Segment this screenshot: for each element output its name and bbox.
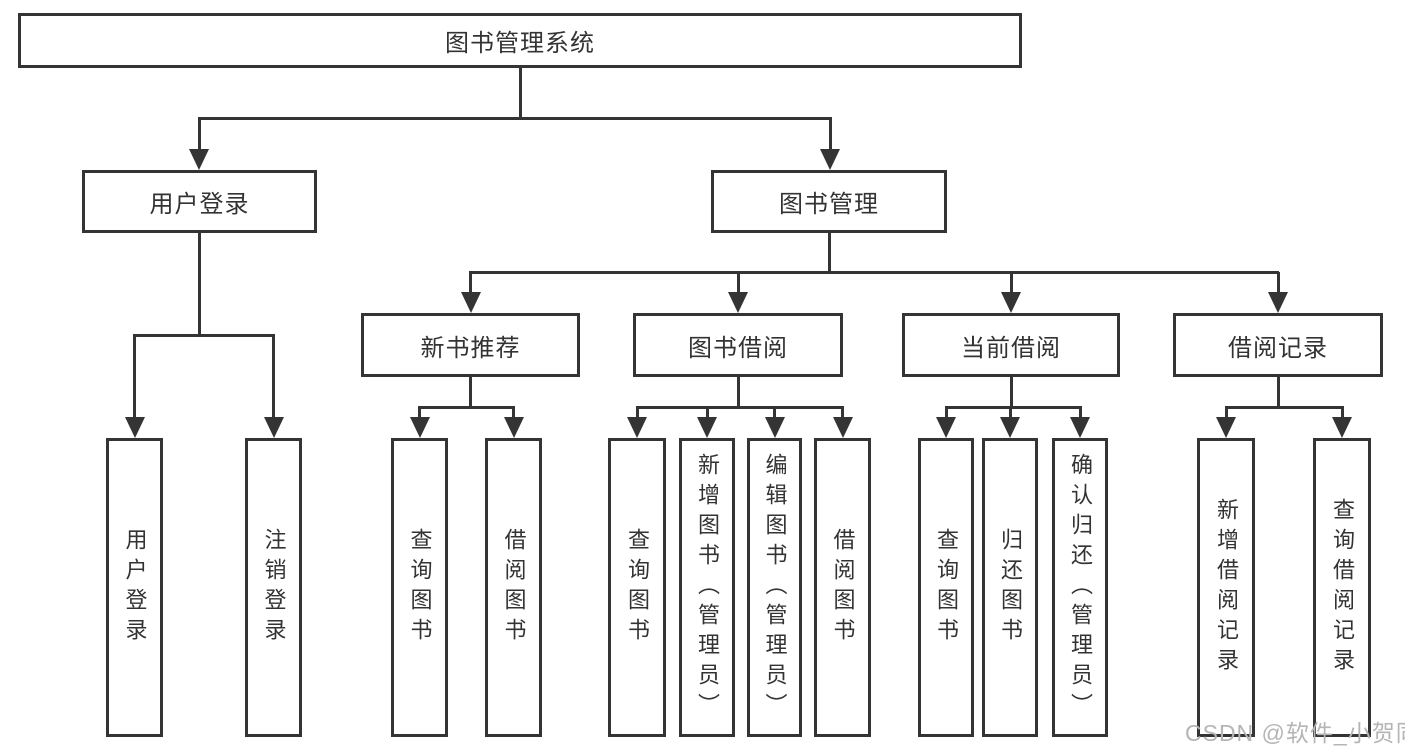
connector-bb-bar (635, 405, 844, 409)
node-label: 借阅记录 (1228, 334, 1328, 362)
node-label: 新增图书（管理员） (695, 452, 720, 723)
connector-level3-bar (469, 270, 1279, 274)
connector-book-mgmt-stem (827, 233, 831, 274)
arrow-down-icon (460, 272, 481, 313)
node-new-book-recommend: 新书推荐 (361, 313, 580, 377)
node-label: 查询借阅记录 (1330, 497, 1355, 678)
arrow-down-icon (409, 407, 430, 438)
arrow-down-icon (1000, 407, 1020, 438)
arrow-down-icon (728, 272, 748, 313)
arrow-down-icon (1332, 407, 1352, 438)
node-label: 归还图书 (998, 527, 1023, 648)
leaf-nb-query-books: 查询图书 (391, 438, 448, 737)
node-label: 查询图书 (407, 527, 433, 648)
leaf-nb-borrow-books: 借阅图书 (485, 438, 542, 737)
node-label: 确认归还（管理员） (1068, 452, 1093, 723)
leaf-bb-borrow-books: 借阅图书 (814, 438, 871, 737)
leaf-user-login: 用户登录 (106, 438, 163, 737)
arrow-down-icon (124, 335, 145, 438)
node-label: 图书管理系统 (445, 30, 595, 57)
leaf-bb-add-books-admin: 新增图书（管理员） (679, 438, 735, 737)
leaf-cb-confirm-return-admin: 确认归还（管理员） (1052, 438, 1108, 737)
node-book-management: 图书管理 (711, 170, 947, 233)
connector-root-stem (518, 68, 522, 118)
node-label: 用户登录 (149, 191, 250, 218)
leaf-logout: 注销登录 (245, 438, 302, 737)
arrow-down-icon (832, 407, 853, 438)
arrow-down-icon (936, 407, 956, 438)
connector-br-bar (1224, 405, 1344, 409)
node-label: 查询图书 (934, 527, 959, 648)
arrow-down-icon (263, 335, 284, 438)
connector-cb-stem (1009, 377, 1013, 408)
leaf-br-add-record: 新增借阅记录 (1197, 438, 1255, 737)
node-current-borrow: 当前借阅 (902, 313, 1120, 377)
connector-bb-stem (736, 377, 740, 408)
leaf-br-query-record: 查询借阅记录 (1313, 438, 1371, 737)
node-label: 查询图书 (625, 527, 650, 648)
node-label: 当前借阅 (961, 334, 1061, 362)
leaf-bb-query-books: 查询图书 (608, 438, 666, 737)
connector-nb-stem (469, 377, 472, 408)
node-label: 借阅图书 (830, 527, 856, 648)
connector-level1-bar (197, 116, 832, 120)
arrow-down-icon (189, 118, 209, 170)
connector-user-login-bar (133, 333, 275, 337)
node-label: 编辑图书（管理员） (762, 452, 788, 723)
connector-cb-bar (944, 405, 1082, 409)
arrow-down-icon (1216, 407, 1236, 438)
arrow-down-icon (627, 407, 647, 438)
leaf-cb-return-books: 归还图书 (982, 438, 1038, 737)
node-label: 图书管理 (779, 191, 879, 218)
connector-user-login-stem (197, 233, 201, 337)
node-root: 图书管理系统 (18, 13, 1022, 68)
node-borrow-records: 借阅记录 (1173, 313, 1383, 377)
arrow-down-icon (1070, 407, 1090, 438)
node-book-borrow: 图书借阅 (633, 313, 843, 377)
arrow-down-icon (503, 407, 524, 438)
node-user-login: 用户登录 (82, 170, 317, 233)
node-label: 注销登录 (261, 527, 287, 648)
connector-nb-bar (418, 405, 515, 409)
node-label: 新书推荐 (420, 334, 521, 362)
node-label: 图书借阅 (688, 334, 788, 362)
node-label: 借阅图书 (501, 527, 527, 648)
arrow-down-icon (1001, 272, 1021, 313)
node-label: 用户登录 (122, 527, 148, 648)
leaf-cb-query-books: 查询图书 (918, 438, 974, 737)
node-label: 新增借阅记录 (1214, 497, 1239, 678)
arrow-down-icon (1268, 272, 1288, 313)
arrow-down-icon (764, 407, 785, 438)
csdn-watermark: CSDN @软件_小贺同学 (1185, 720, 1405, 746)
arrow-down-icon (697, 407, 717, 438)
arrow-down-icon (820, 118, 840, 170)
leaf-bb-edit-books-admin: 编辑图书（管理员） (747, 438, 802, 737)
connector-br-stem (1276, 377, 1280, 408)
